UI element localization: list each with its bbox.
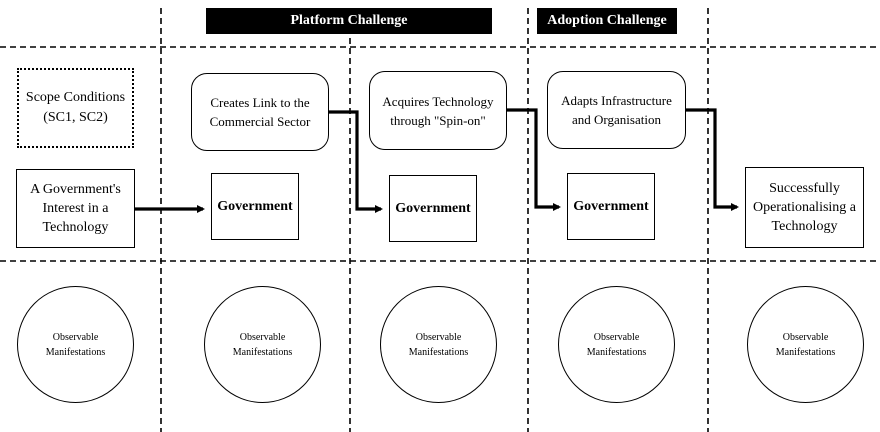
scope-conditions-label: Scope Conditions (SC1, SC2) — [25, 90, 126, 125]
government-label-3: Government — [573, 198, 649, 214]
observable-manifestations-label-3: Observable Manifestations — [408, 331, 469, 358]
successful-operationalisation-box: Successfully Operationalising a Technolo… — [745, 167, 864, 248]
observable-manifestations-circle-1: Observable Manifestations — [17, 286, 134, 403]
observable-manifestations-label-1: Observable Manifestations — [45, 331, 106, 358]
adapts-infrastructure-step: Adapts Infrastructure and Organisation — [547, 71, 686, 149]
observable-manifestations-label-4: Observable Manifestations — [586, 331, 647, 358]
arrow-acquire-to-government — [507, 108, 561, 211]
arrow-adapt-to-outcome — [686, 108, 739, 211]
adapts-infrastructure-label: Adapts Infrastructure and Organisation — [561, 93, 672, 127]
observable-manifestations-label-2: Observable Manifestations — [232, 331, 293, 358]
government-interest-label: A Government's Interest in a Technology — [30, 182, 121, 235]
government-box-2: Government — [389, 175, 477, 242]
government-box-3: Government — [567, 173, 655, 240]
platform-challenge-header: Platform Challenge — [206, 8, 492, 34]
successful-operationalisation-label: Successfully Operationalising a Technolo… — [752, 181, 857, 234]
adoption-challenge-label: Adoption Challenge — [547, 13, 667, 28]
government-label-2: Government — [395, 200, 471, 216]
acquires-technology-label: Acquires Technology through "Spin-on" — [382, 93, 494, 128]
government-interest-box: A Government's Interest in a Technology — [16, 169, 135, 248]
observable-manifestations-circle-4: Observable Manifestations — [558, 286, 675, 403]
acquires-technology-step: Acquires Technology through "Spin-on" — [369, 71, 507, 150]
government-box-1: Government — [211, 173, 299, 240]
observable-manifestations-circle-2: Observable Manifestations — [204, 286, 321, 403]
arrow-link-to-government — [329, 110, 383, 213]
observable-manifestations-label-5: Observable Manifestations — [775, 331, 836, 358]
creates-link-label: Creates Link to the Commercial Sector — [209, 95, 311, 129]
creates-link-step: Creates Link to the Commercial Sector — [191, 73, 329, 151]
adoption-challenge-header: Adoption Challenge — [537, 8, 677, 34]
scope-conditions-box: Scope Conditions (SC1, SC2) — [17, 68, 134, 148]
observable-manifestations-circle-3: Observable Manifestations — [380, 286, 497, 403]
observable-manifestations-circle-5: Observable Manifestations — [747, 286, 864, 403]
government-label-1: Government — [217, 198, 293, 214]
platform-challenge-label: Platform Challenge — [290, 13, 408, 28]
